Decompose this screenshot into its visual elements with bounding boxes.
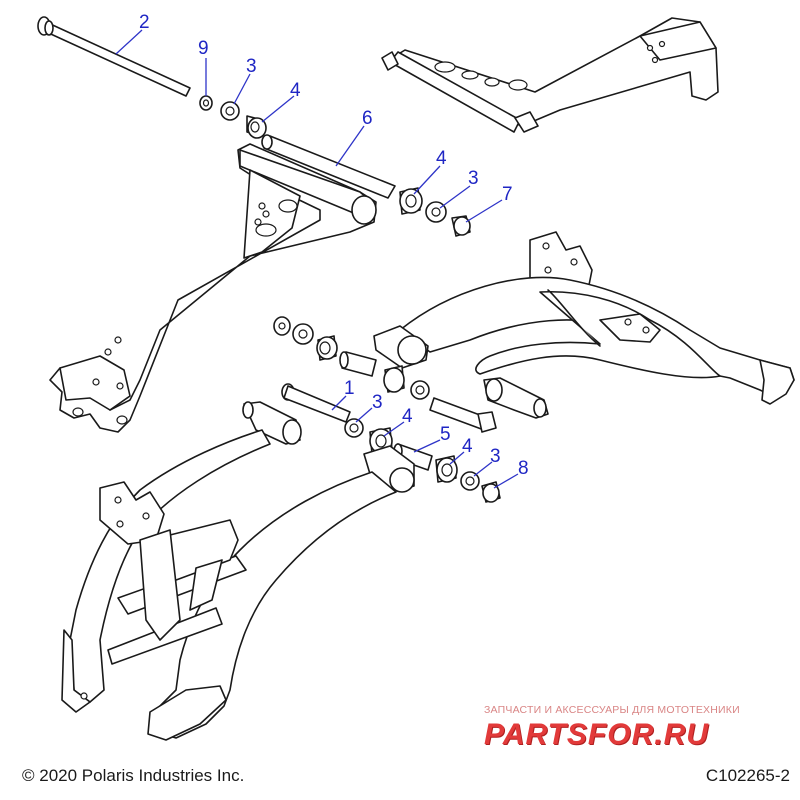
leader-7 — [465, 199, 503, 223]
callout-3: 3 — [372, 392, 383, 413]
callout-9: 9 — [198, 38, 209, 59]
upper-hardware-stack-right — [399, 187, 471, 237]
callout-6: 6 — [362, 108, 373, 129]
watermark-tagline: ЗАПЧАСТИ И АКСЕССУАРЫ ДЛЯ МОТОТЕХНИКИ — [484, 704, 740, 716]
callout-4: 4 — [290, 80, 301, 101]
middle-hardware-stack — [273, 316, 497, 433]
callout-4: 4 — [436, 148, 447, 169]
callout-7: 7 — [502, 184, 513, 205]
callout-2: 2 — [139, 12, 150, 33]
callout-4: 4 — [402, 406, 413, 427]
lower-hardware-stack — [281, 383, 501, 503]
copyright-text: © 2020 Polaris Industries Inc. — [22, 766, 245, 785]
leader-4d — [449, 451, 465, 465]
left-trailing-arm — [61, 401, 415, 741]
leader-1 — [331, 395, 347, 411]
leader-3b — [439, 185, 471, 209]
upper-hardware-stack-left — [199, 95, 267, 139]
leader-3d — [473, 461, 493, 477]
pivot-tube-part-6 — [261, 134, 396, 199]
watermark-logo: ЗАПЧАСТИ И АКСЕССУАРЫ ДЛЯ МОТОТЕХНИКИ PA… — [484, 704, 784, 752]
callout-1: 1 — [344, 378, 355, 399]
leader-4b — [413, 165, 441, 195]
leader-2 — [115, 29, 143, 55]
leader-4c — [383, 421, 405, 437]
upper-a-arm — [49, 143, 377, 433]
callout-4: 4 — [462, 436, 473, 457]
right-trailing-arm — [373, 231, 795, 419]
callout-3: 3 — [246, 56, 257, 77]
callout-3: 3 — [468, 168, 479, 189]
leader-8 — [493, 473, 519, 489]
leader-6 — [335, 125, 365, 167]
through-bolt-part-2 — [37, 16, 191, 97]
callout-3: 3 — [490, 446, 501, 467]
leader-3a — [233, 73, 251, 105]
callout-5: 5 — [440, 424, 451, 445]
watermark-brand: PARTSFOR.RU — [484, 718, 709, 751]
figure-id: C102265-2 — [705, 766, 790, 785]
leader-3c — [355, 407, 373, 423]
callout-8: 8 — [518, 458, 529, 479]
leader-4a — [261, 95, 295, 123]
leader-5 — [413, 439, 441, 453]
callouts: 2 9 3 4 6 4 3 7 1 3 4 5 4 3 8 — [139, 12, 529, 479]
upper-rear-control-arm — [381, 17, 719, 133]
leader-lines — [115, 29, 519, 489]
